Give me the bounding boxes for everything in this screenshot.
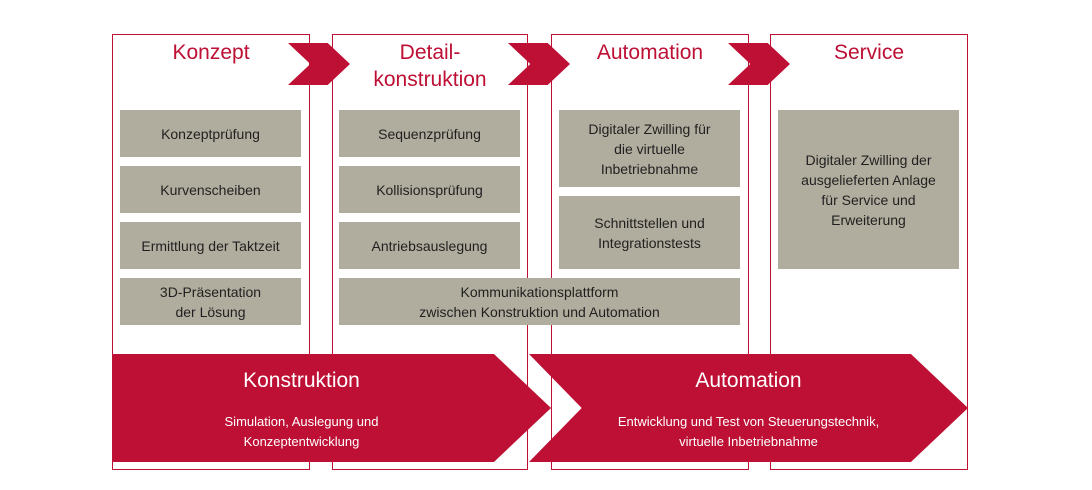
phase-subtitle-automation: Entwicklung und Test von Steuerungstechn… (617, 414, 880, 449)
phase-arrow-konstruktion: Konstruktion Simulation, Auslegung und K… (112, 354, 551, 462)
column-title-automation: Automation (596, 41, 704, 64)
automation-box: Digitaler Zwilling für die virtuelle Inb… (559, 110, 740, 187)
detail-box: Sequenzprüfung (339, 110, 520, 157)
konzept-box: 3D-Präsentation der Lösung (120, 278, 301, 325)
phase-arrow-automation: Automation Entwicklung und Test von Steu… (529, 354, 968, 462)
detail-box: Kollisionsprüfung (339, 166, 520, 213)
detail-box: Antriebsauslegung (339, 222, 520, 269)
phase-title-konstruktion: Konstruktion (243, 369, 360, 392)
service-box: Digitaler Zwilling der ausgelieferten An… (778, 110, 959, 269)
konzept-box: Ermittlung der Taktzeit (120, 222, 301, 269)
automation-box: Schnittstellen und Integrationstests (559, 196, 740, 269)
column-title-detailkonstruktion: Detail- konstruktion (373, 41, 487, 91)
kommunikationsplattform-box: Kommunikationsplattform zwischen Konstru… (339, 278, 740, 325)
column-title-service: Service (833, 41, 905, 64)
column-title-konzept: Konzept (172, 41, 250, 64)
konzept-box: Kurvenscheiben (120, 166, 301, 213)
phase-subtitle-konstruktion: Simulation, Auslegung und Konzeptentwick… (224, 414, 379, 449)
phase-title-automation: Automation (695, 369, 802, 392)
konzept-box: Konzeptprüfung (120, 110, 301, 157)
